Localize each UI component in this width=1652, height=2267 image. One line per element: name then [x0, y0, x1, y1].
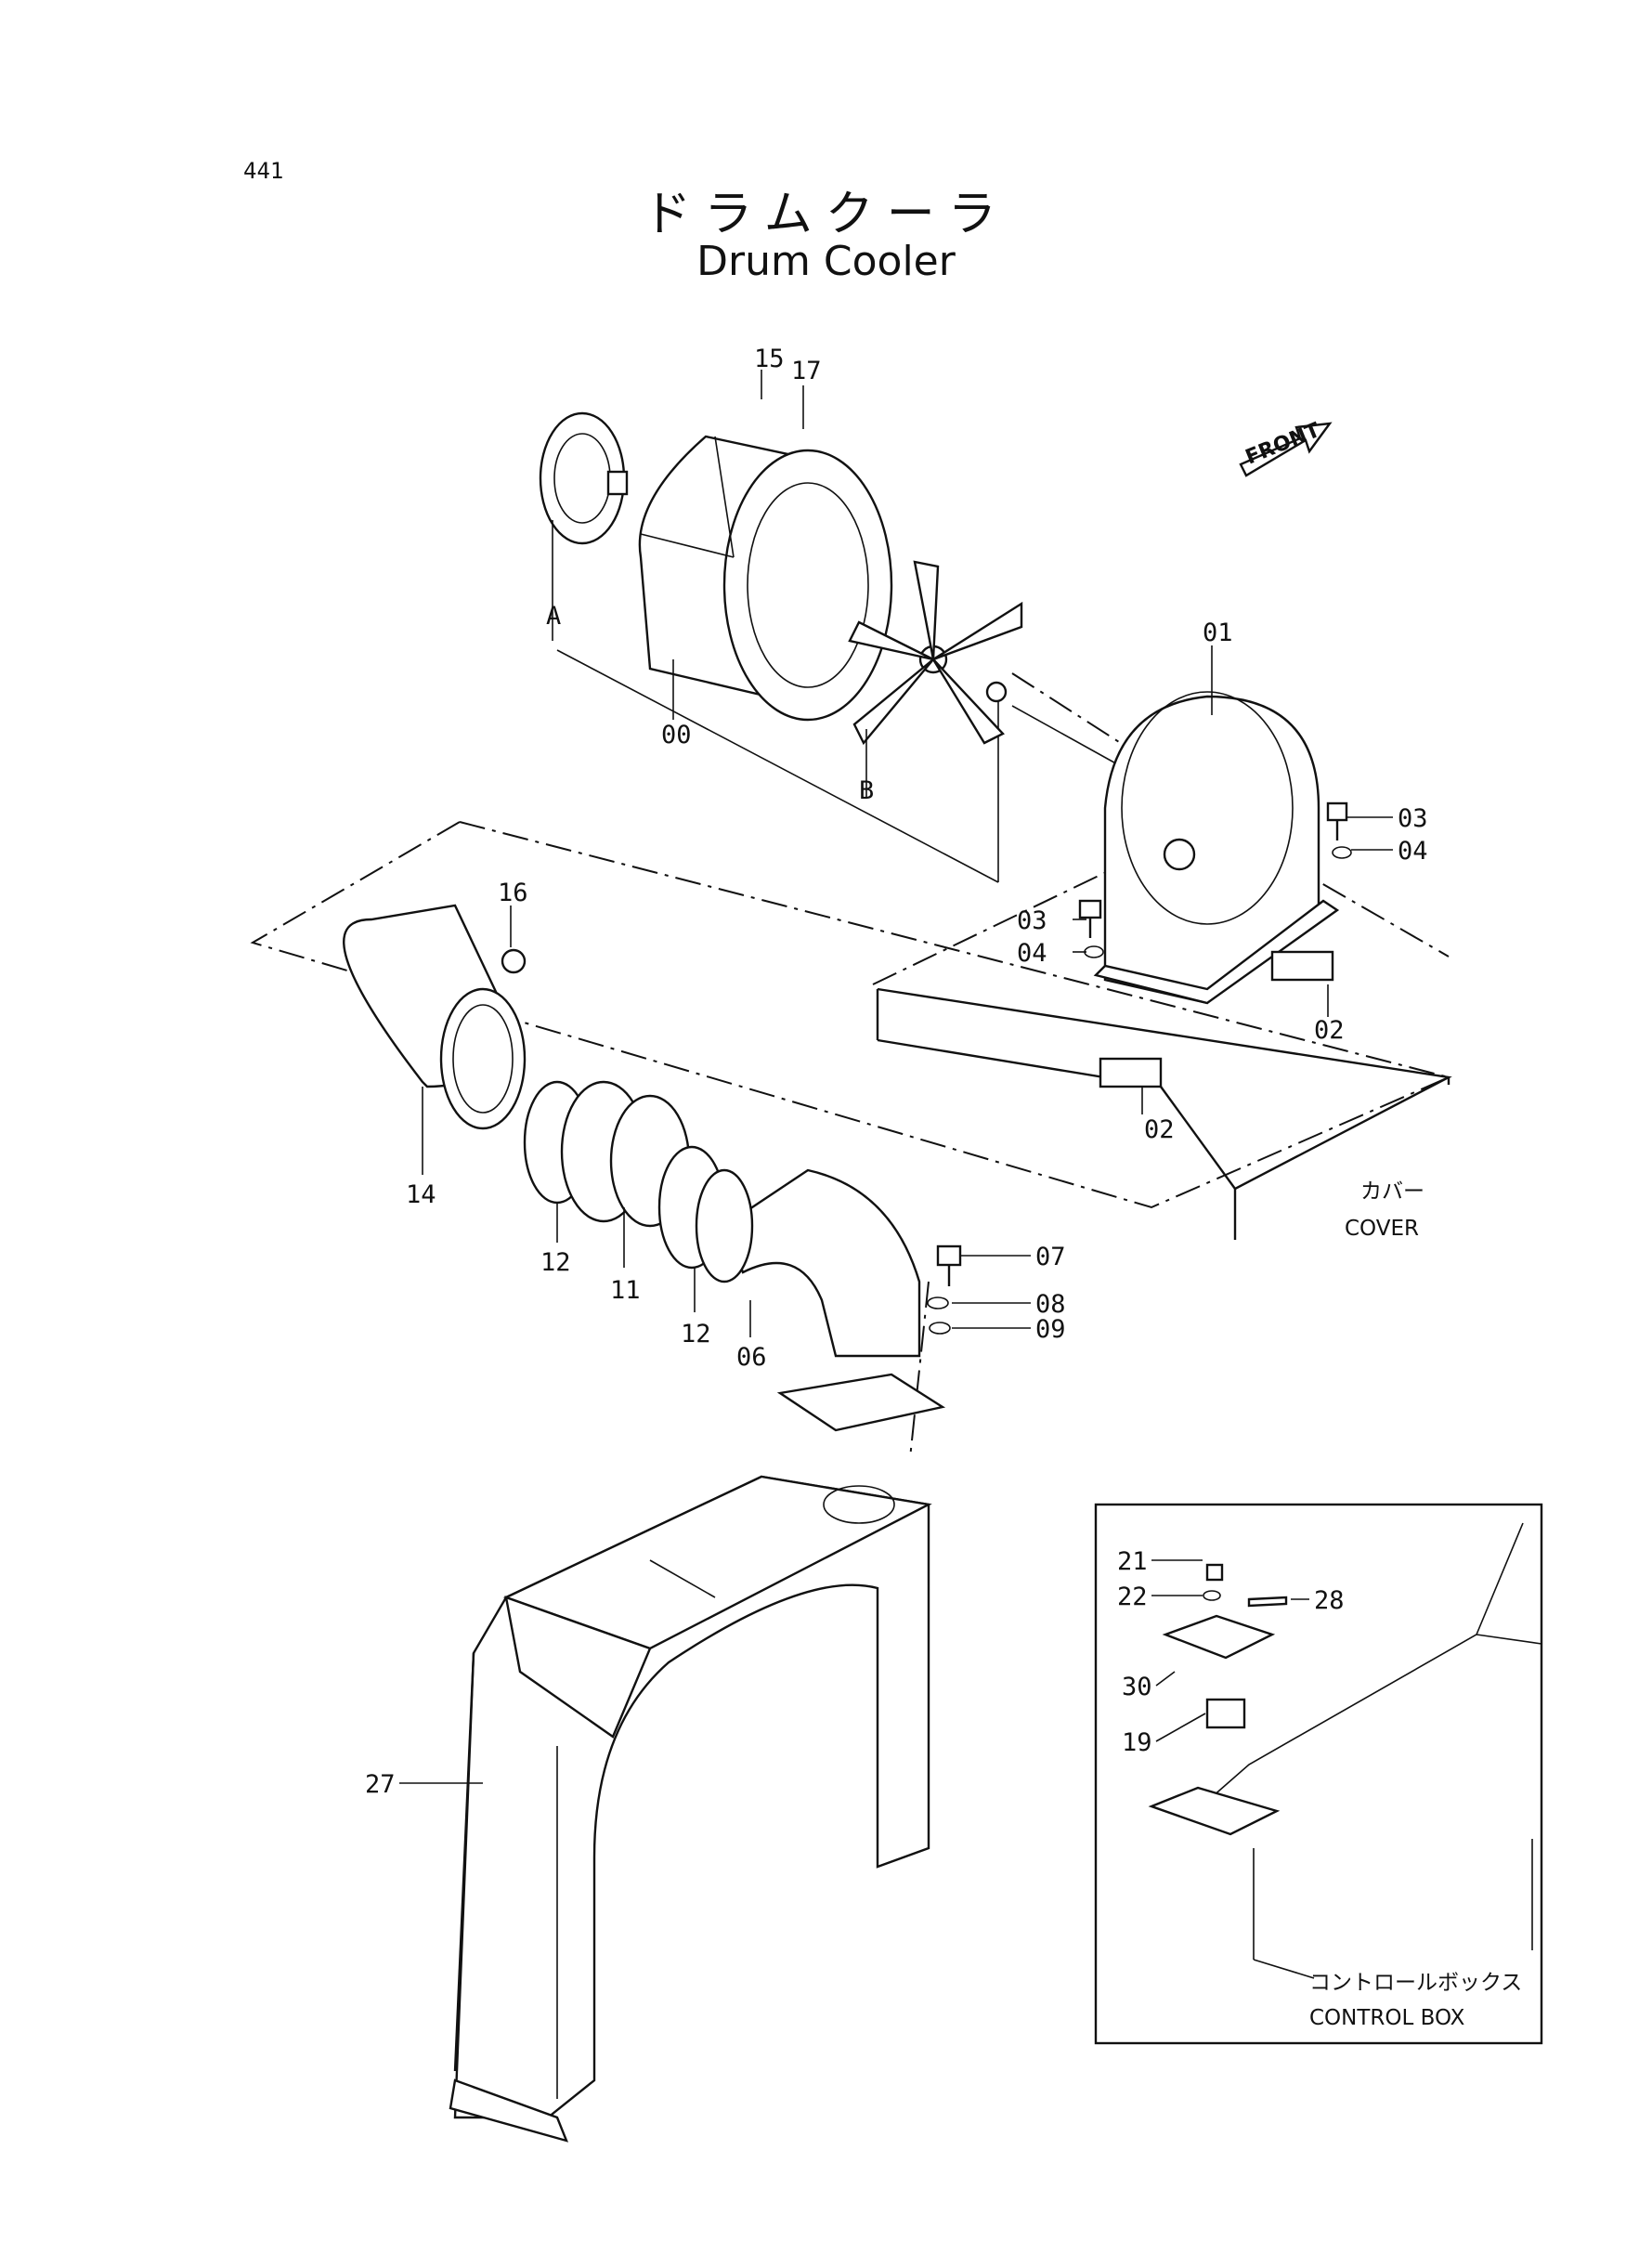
callout-04-left: 04 — [1017, 939, 1047, 968]
callout-A: A — [546, 602, 561, 631]
cover-label-en: COVER — [1345, 1217, 1419, 1241]
callout-28: 28 — [1314, 1586, 1345, 1615]
callout-11: 11 — [610, 1276, 641, 1305]
drum-shroud — [539, 411, 893, 722]
callout-14: 14 — [406, 1180, 436, 1209]
callout-01: 01 — [1203, 619, 1233, 647]
callout-15: 15 — [754, 345, 785, 373]
callout-00: 00 — [661, 721, 692, 749]
callout-07: 07 — [1035, 1243, 1066, 1271]
bolts-03-04 — [1078, 801, 1352, 958]
front-label: FRONT — [1242, 419, 1323, 470]
callout-08: 08 — [1035, 1290, 1066, 1319]
fan-bracket — [1093, 691, 1340, 1088]
callout-30: 30 — [1122, 1673, 1152, 1701]
control-box-label-jp: コントロールボックス — [1309, 1971, 1522, 1995]
callout-03-left: 03 — [1017, 906, 1047, 935]
callout-B: B — [859, 776, 874, 805]
cooler-housing — [449, 1475, 932, 2143]
callout-21: 21 — [1117, 1547, 1148, 1576]
callout-12-right: 12 — [681, 1320, 711, 1348]
page-number: 441 — [243, 158, 284, 184]
control-box-detail — [1094, 1503, 1543, 2045]
callout-06: 06 — [736, 1343, 767, 1372]
callout-17: 17 — [791, 357, 822, 385]
callout-09: 09 — [1035, 1315, 1066, 1344]
callout-02-bottom: 02 — [1144, 1115, 1175, 1144]
elbow-duct — [695, 1168, 946, 1432]
title-japanese: ドラムクーラ — [643, 187, 1009, 242]
callout-16: 16 — [498, 879, 528, 907]
callout-27: 27 — [365, 1770, 396, 1799]
title-english: Drum Cooler — [696, 238, 956, 285]
hose-and-clamps — [523, 1080, 726, 1270]
notes: カバー COVER コントロールボックス CONTROL BOX — [1309, 1179, 1522, 2030]
leader-lines — [399, 370, 1393, 1784]
fan-blade — [848, 560, 1023, 746]
cover-label-jp: カバー — [1360, 1179, 1424, 1204]
front-arrow-icon: FRONT — [1239, 419, 1333, 477]
cone-housing — [343, 904, 527, 1130]
callout-04-right: 04 — [1398, 837, 1428, 866]
callout-02-right: 02 — [1314, 1016, 1345, 1045]
callout-22: 22 — [1117, 1583, 1148, 1611]
bolts-07-09 — [927, 1244, 962, 1335]
callout-19: 19 — [1122, 1728, 1152, 1757]
control-box-label-en: CONTROL BOX — [1309, 2006, 1465, 2030]
callout-03-right: 03 — [1398, 804, 1428, 833]
callout-12-left: 12 — [540, 1248, 571, 1277]
callout-labels: 15 17 A 00 B 01 03 04 03 04 02 02 16 14 … — [365, 345, 1428, 1799]
